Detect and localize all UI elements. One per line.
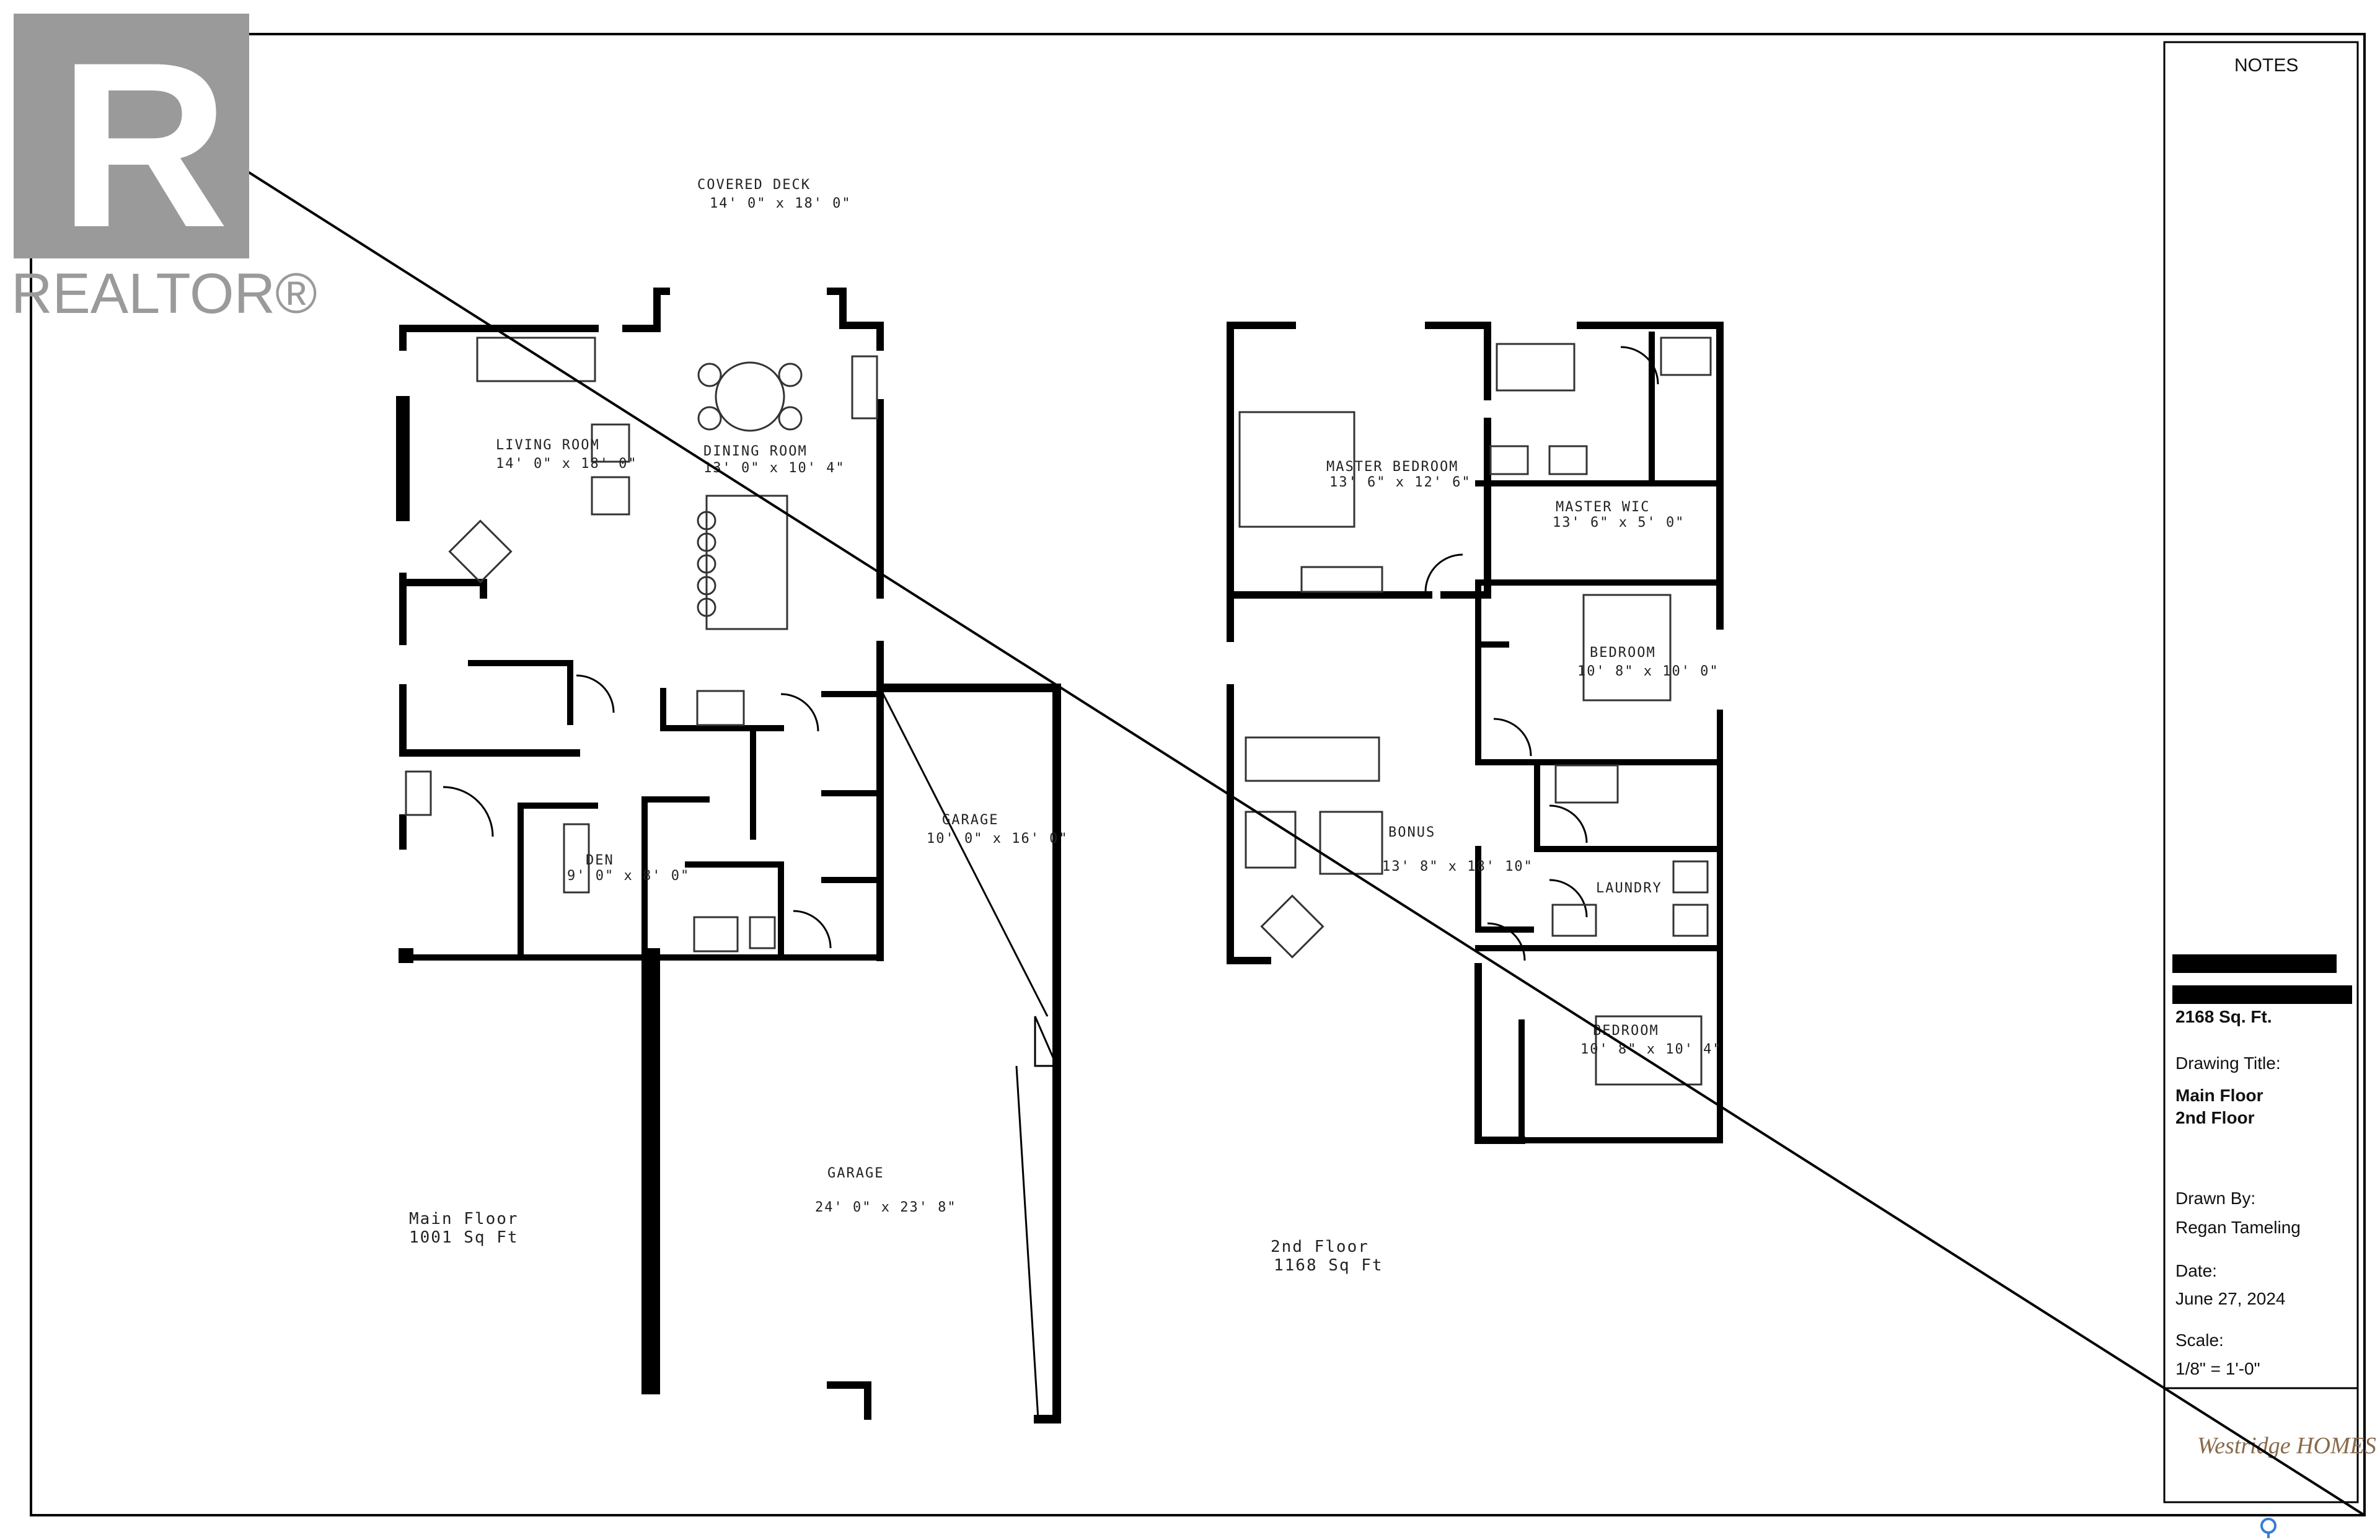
main-floor-fixtures bbox=[405, 337, 878, 953]
room-dims-bedroom-1: 10' 8" x 10' 0" bbox=[1577, 664, 1719, 679]
room-dims-bonus: 13' 8" x 18' 10" bbox=[1382, 859, 1533, 874]
realtor-logo: R REALTOR® bbox=[11, 13, 317, 325]
room-dims-master-bedroom: 13' 6" x 12' 6" bbox=[1329, 475, 1471, 490]
second-floor-label: 2nd Floor bbox=[1271, 1238, 1369, 1256]
redacted-bar bbox=[2172, 985, 2352, 1004]
second-floor-fixtures bbox=[1238, 337, 1712, 1086]
drawn-by-value: Regan Tameling bbox=[2175, 1218, 2301, 1237]
room-dims-dining-room: 13' 0" x 10' 4" bbox=[703, 460, 845, 476]
second-floor-doors bbox=[1424, 346, 1659, 961]
room-name-living-room: LIVING ROOM bbox=[496, 438, 600, 453]
drawing-title-line-1: Main Floor bbox=[2175, 1086, 2263, 1105]
watermark-diagonal-line bbox=[30, 33, 2366, 1516]
second-floor-area: 1168 Sq Ft bbox=[1274, 1256, 1383, 1275]
builder-logo: Westridge HOMES bbox=[2197, 1433, 2376, 1459]
main-floor-area: 1001 Sq Ft bbox=[409, 1228, 519, 1247]
room-dims-garage: 24' 0" x 23' 8" bbox=[815, 1200, 957, 1215]
location-pin-icon[interactable] bbox=[2260, 1518, 2276, 1538]
room-dims-bedroom-2: 10' 8" x 10' 4" bbox=[1580, 1042, 1722, 1057]
scale-label: Scale: bbox=[2175, 1331, 2224, 1350]
room-dims-master-wic: 13' 6" x 5' 0" bbox=[1553, 515, 1685, 530]
room-name-den: DEN bbox=[586, 853, 614, 868]
main-floor-doors bbox=[443, 674, 1059, 1420]
redacted-bar bbox=[2172, 954, 2337, 973]
realtor-logo-letter: R bbox=[59, 13, 229, 276]
drawing-title-line-2: 2nd Floor bbox=[2175, 1108, 2255, 1127]
date-label: Date: bbox=[2175, 1261, 2217, 1280]
drawn-by-label: Drawn By: bbox=[2175, 1189, 2255, 1208]
room-dims-garage-2: 10' 0" x 16' 0" bbox=[927, 831, 1069, 847]
room-name-dining-room: DINING ROOM bbox=[703, 444, 808, 459]
realtor-brand-text: REALTOR® bbox=[11, 262, 317, 325]
room-name-garage: GARAGE bbox=[827, 1166, 884, 1181]
room-dims-den: 9' 0" x 8' 0" bbox=[567, 868, 690, 884]
notes-label: NOTES bbox=[2234, 55, 2298, 76]
room-name-master-wic: MASTER WIC bbox=[1556, 499, 1650, 515]
drawing-title-label: Drawing Title: bbox=[2175, 1054, 2281, 1073]
room-name-bonus: BONUS bbox=[1388, 825, 1435, 840]
room-name-bedroom-1: BEDROOM bbox=[1590, 645, 1656, 661]
total-area: 2168 Sq. Ft. bbox=[2175, 1007, 2272, 1026]
room-dims-living-room: 14' 0" x 18' 0" bbox=[496, 456, 638, 472]
second-floor-room-labels: MASTER BEDROOM 13' 6" x 12' 6" MASTER WI… bbox=[1271, 459, 1722, 1275]
room-name-garage-2: GARAGE bbox=[942, 812, 998, 828]
date-value: June 27, 2024 bbox=[2175, 1289, 2286, 1308]
main-floor-room-labels: COVERED DECK 14' 0" x 18' 0" LIVING ROOM… bbox=[409, 177, 1069, 1247]
main-floor-label: Main Floor bbox=[409, 1210, 519, 1228]
room-name-master-bedroom: MASTER BEDROOM bbox=[1326, 459, 1458, 475]
scale-value: 1/8" = 1'-0" bbox=[2175, 1359, 2260, 1378]
room-name-laundry: LAUNDRY bbox=[1596, 881, 1662, 896]
main-floor-walls bbox=[396, 288, 1061, 1423]
drawing-frame bbox=[30, 33, 2366, 1516]
room-name-covered-deck: COVERED DECK bbox=[697, 177, 811, 193]
room-dims-covered-deck: 14' 0" x 18' 0" bbox=[710, 196, 852, 211]
second-floor-walls bbox=[1227, 322, 1724, 1144]
title-block: NOTES 2168 Sq. Ft. Drawing Title: Main F… bbox=[2163, 41, 2376, 1503]
